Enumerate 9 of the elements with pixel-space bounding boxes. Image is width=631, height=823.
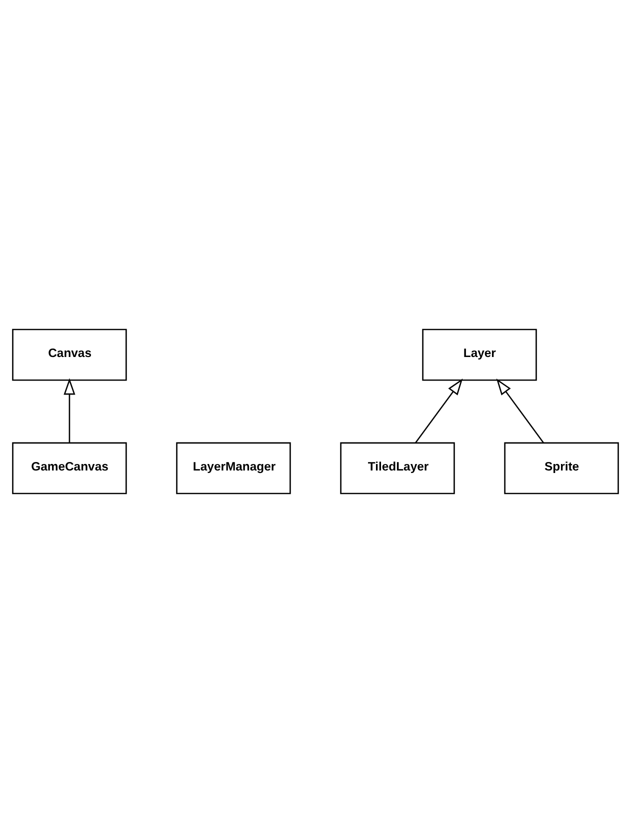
arrow <box>496 378 544 444</box>
node-box: LayerManager <box>176 442 291 494</box>
node-box: Canvas <box>12 328 127 381</box>
node-box: Layer <box>422 328 537 381</box>
arrow <box>64 378 76 443</box>
node-box: TiledLayer <box>340 442 455 494</box>
node-box: GameCanvas <box>12 442 127 494</box>
node-box: Sprite <box>504 442 619 494</box>
arrow <box>414 378 463 444</box>
